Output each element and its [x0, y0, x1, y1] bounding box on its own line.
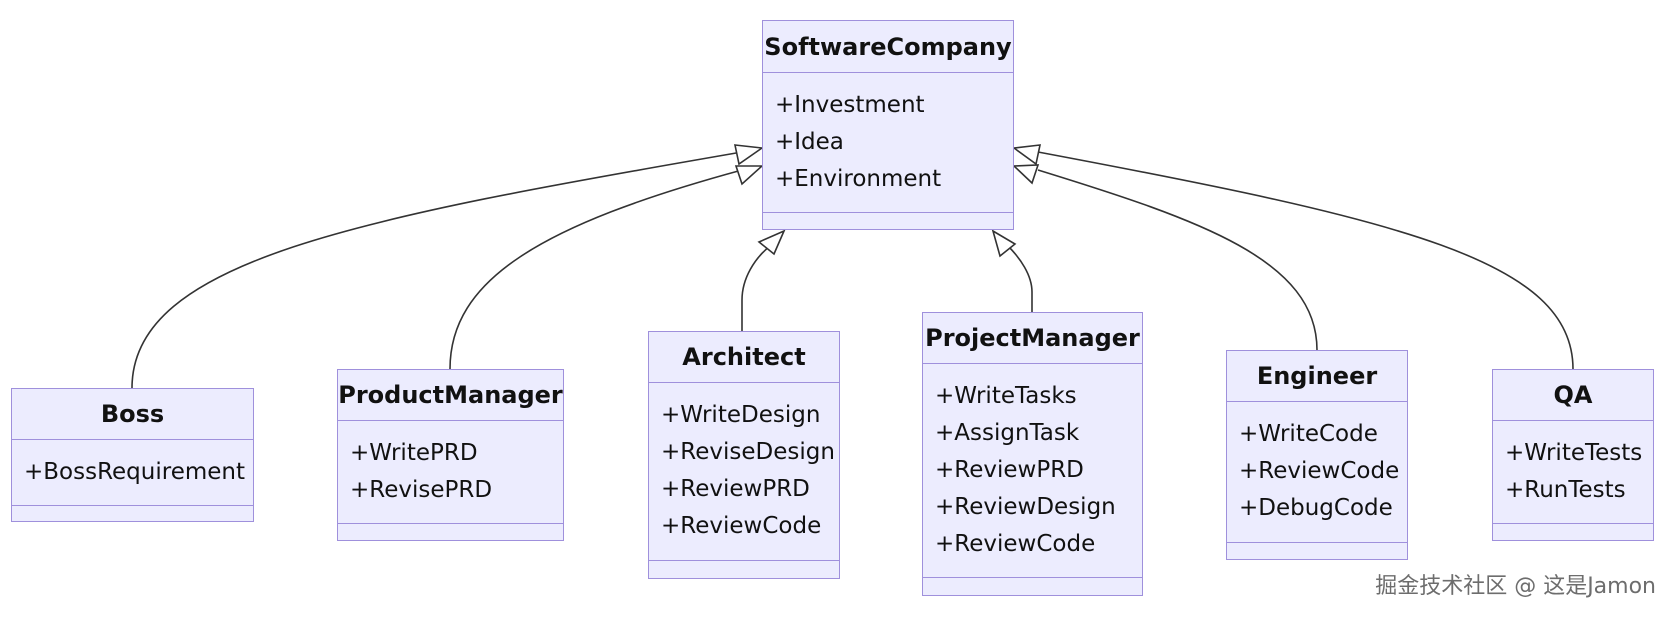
edge-projectmanager-arrowhead	[991, 229, 1017, 258]
class-name-qa: QA	[1493, 370, 1653, 421]
class-member: +WriteDesign	[661, 402, 821, 428]
class-member: +AssignTask	[935, 420, 1080, 446]
class-box-projectmanager: ProjectManager +WriteTasks +AssignTask +…	[922, 312, 1143, 596]
edge-qa-to-softwarecompany	[1037, 151, 1574, 370]
class-members-productmanager: +WritePRD +RevisePRD	[338, 421, 563, 524]
edge-engineer-to-softwarecompany	[1037, 169, 1318, 351]
class-member: +ReviewPRD	[661, 476, 810, 502]
class-member: +DebugCode	[1239, 495, 1393, 521]
class-members-architect: +WriteDesign +ReviseDesign +ReviewPRD +R…	[649, 383, 839, 561]
edge-boss-arrowhead	[733, 144, 765, 166]
class-member: +ReviewPRD	[935, 457, 1084, 483]
class-member: +ReviewCode	[935, 531, 1096, 557]
class-member: +ReviewDesign	[935, 494, 1116, 520]
watermark: 掘金技术社区 @ 这是Jamon	[1375, 574, 1656, 599]
class-member: +WriteTasks	[935, 383, 1077, 409]
edge-boss-to-softwarecompany	[131, 151, 743, 389]
class-member: +Environment	[775, 166, 942, 192]
class-member: +Idea	[775, 129, 844, 155]
class-member: +RunTests	[1505, 477, 1626, 503]
class-box-engineer: Engineer +WriteCode +ReviewCode +DebugCo…	[1226, 350, 1408, 560]
class-members-boss: +BossRequirement	[12, 440, 253, 506]
edge-architect-arrowhead	[757, 229, 786, 256]
edge-architect-to-softwarecompany	[741, 245, 771, 331]
class-box-architect: Architect +WriteDesign +ReviseDesign +Re…	[648, 331, 840, 579]
class-box-productmanager: ProductManager +WritePRD +RevisePRD	[337, 369, 564, 541]
class-members-qa: +WriteTests +RunTests	[1493, 421, 1653, 524]
class-member: +WriteTests	[1505, 440, 1643, 466]
class-member: +ReviewCode	[1239, 458, 1400, 484]
edge-engineer-arrowhead	[1012, 164, 1040, 185]
class-member: +WriteCode	[1239, 421, 1378, 447]
class-member: +Investment	[775, 92, 925, 118]
class-name-productmanager: ProductManager	[338, 370, 563, 421]
class-name-softwarecompany: SoftwareCompany	[763, 21, 1013, 73]
class-name-projectmanager: ProjectManager	[923, 313, 1142, 364]
class-members-engineer: +WriteCode +ReviewCode +DebugCode	[1227, 402, 1407, 543]
edge-qa-arrowhead	[1011, 144, 1042, 166]
class-member: +BossRequirement	[24, 459, 246, 485]
class-name-boss: Boss	[12, 389, 253, 440]
class-box-softwarecompany: SoftwareCompany +Investment +Idea +Envir…	[762, 20, 1014, 230]
class-box-boss: Boss +BossRequirement	[11, 388, 254, 522]
class-member: +ReviewCode	[661, 513, 822, 539]
class-members-projectmanager: +WriteTasks +AssignTask +ReviewPRD +Revi…	[923, 364, 1142, 578]
class-name-engineer: Engineer	[1227, 351, 1407, 402]
edge-productmanager-to-softwarecompany	[449, 169, 743, 370]
class-member: +WritePRD	[350, 440, 478, 466]
class-member: +ReviseDesign	[661, 439, 835, 465]
class-members-softwarecompany: +Investment +Idea +Environment	[763, 73, 1013, 213]
edge-projectmanager-to-softwarecompany	[1007, 245, 1033, 312]
edge-productmanager-arrowhead	[734, 165, 765, 186]
class-box-qa: QA +WriteTests +RunTests	[1492, 369, 1654, 541]
class-name-architect: Architect	[649, 332, 839, 383]
class-member: +RevisePRD	[350, 477, 493, 503]
